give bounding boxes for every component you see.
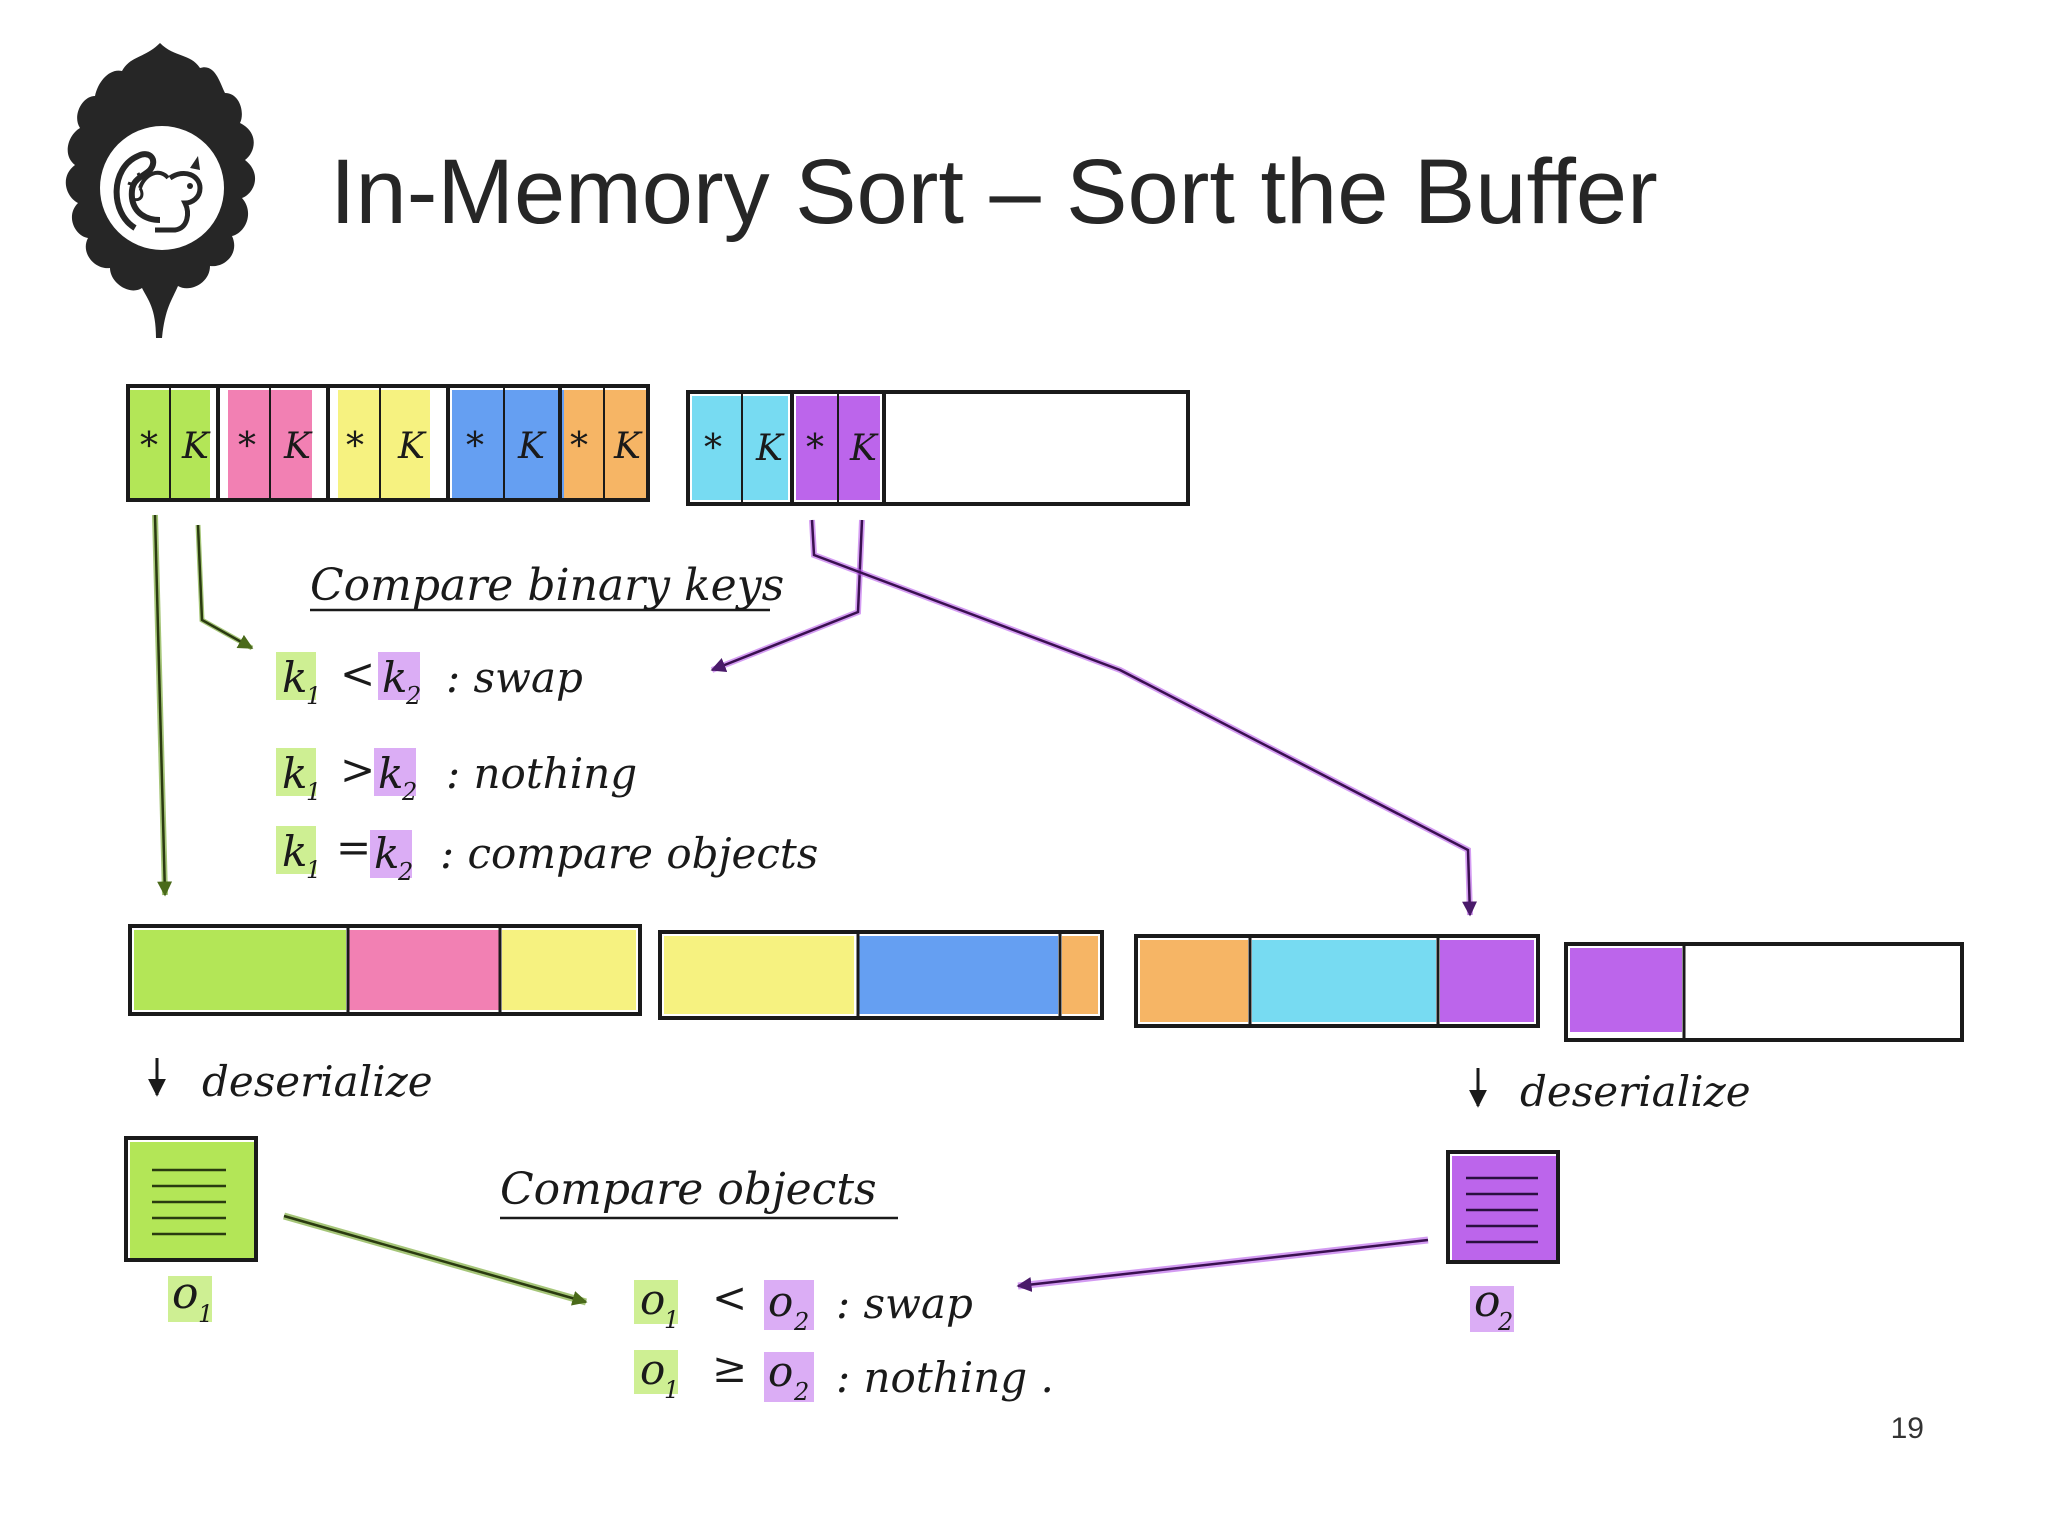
svg-text:2: 2 — [1497, 1308, 1513, 1336]
data-buffer-segment-1 — [128, 924, 642, 1016]
key-rule-nothing: k 1 > k 2 : nothing — [276, 745, 637, 806]
index-buffer-segment-2 — [686, 390, 1190, 506]
svg-text:o: o — [768, 1277, 793, 1326]
green-object-arrow — [152, 514, 173, 897]
svg-text:k: k — [282, 653, 307, 702]
key-label: K — [517, 426, 547, 467]
pointer-label: * — [346, 426, 364, 467]
deserialize-right: deserialize — [1469, 1067, 1751, 1116]
squirrel-logo-icon — [65, 43, 256, 338]
object-o2: o 2 — [1446, 1150, 1560, 1336]
svg-text:≥: ≥ — [712, 1343, 747, 1392]
index-buffer-segment-1 — [126, 384, 650, 502]
object-rule-nothing: o 1 ≥ o 2 : nothing . — [634, 1343, 1054, 1406]
svg-text:o: o — [640, 1275, 665, 1324]
svg-text:2: 2 — [397, 858, 413, 886]
data-buffer-segment-2 — [658, 930, 1104, 1020]
svg-text:k: k — [374, 829, 399, 878]
svg-text:o: o — [1474, 1276, 1501, 1327]
svg-text:<: < — [712, 1273, 747, 1322]
svg-text:>: > — [340, 745, 375, 794]
svg-text:deserialize: deserialize — [1520, 1067, 1751, 1116]
key-label: K — [755, 428, 785, 469]
svg-text:=: = — [336, 823, 371, 872]
purple-key-arrow — [710, 519, 865, 673]
svg-text:o: o — [768, 1347, 793, 1396]
pointer-label: * — [704, 428, 722, 469]
svg-text:: swap: : swap — [446, 653, 583, 702]
key-label: K — [181, 426, 211, 467]
svg-text:o: o — [640, 1345, 665, 1394]
pointer-label: * — [238, 426, 256, 467]
svg-text:k: k — [378, 749, 403, 798]
svg-text:k: k — [282, 827, 307, 876]
svg-text:k: k — [282, 749, 307, 798]
svg-text:: nothing: : nothing — [446, 749, 637, 798]
deserialize-left: deserialize — [148, 1057, 433, 1106]
data-buffer-segment-4 — [1564, 942, 1964, 1042]
svg-text:1: 1 — [198, 1300, 213, 1328]
compare-binary-keys-heading: Compare binary keys — [310, 560, 784, 611]
svg-text:<: < — [340, 649, 375, 698]
key-rule-compare-objects: k 1 = k 2 : compare objects — [276, 823, 818, 886]
svg-text:1: 1 — [306, 778, 321, 806]
svg-text:: swap: : swap — [836, 1279, 973, 1328]
green-key-arrow — [195, 524, 254, 651]
svg-text:2: 2 — [405, 682, 421, 710]
svg-text:: compare objects: : compare objects — [440, 829, 818, 878]
pointer-label: * — [140, 426, 158, 467]
svg-text:1: 1 — [664, 1306, 679, 1334]
svg-text:1: 1 — [306, 856, 321, 884]
key-label: K — [283, 426, 313, 467]
purple-object-arrow — [809, 519, 1478, 917]
pointer-label: * — [466, 426, 484, 467]
key-label: K — [849, 428, 879, 469]
svg-text:2: 2 — [401, 778, 417, 806]
index-buffer-labels-1: * K * K * K * K * K — [140, 426, 643, 467]
key-label: K — [397, 426, 427, 467]
index-buffer-labels-2: * K * K — [704, 428, 879, 469]
svg-text:deserialize: deserialize — [202, 1057, 433, 1106]
purple-o2-arrow — [1016, 1236, 1429, 1292]
key-rule-swap: k 1 < k 2 : swap — [276, 649, 583, 710]
svg-text:k: k — [382, 653, 407, 702]
svg-text:o: o — [172, 1268, 199, 1319]
slide-title: In-Memory Sort – Sort the Buffer — [330, 141, 1658, 243]
pointer-label: * — [806, 428, 824, 469]
green-o1-arrow — [283, 1212, 588, 1306]
data-buffer-segment-3 — [1134, 934, 1540, 1028]
compare-objects-heading: Compare objects — [500, 1164, 877, 1215]
svg-text:1: 1 — [306, 682, 321, 710]
key-label: K — [613, 426, 643, 467]
object-rule-swap: o 1 < o 2 : swap — [634, 1273, 973, 1336]
object-o1: o 1 — [124, 1136, 258, 1328]
svg-text:1: 1 — [664, 1376, 679, 1404]
page-number: 19 — [1890, 1412, 1924, 1445]
svg-text:2: 2 — [793, 1308, 809, 1336]
pointer-label: * — [570, 426, 588, 467]
svg-text:: nothing .: : nothing . — [836, 1353, 1054, 1402]
svg-text:2: 2 — [793, 1378, 809, 1406]
